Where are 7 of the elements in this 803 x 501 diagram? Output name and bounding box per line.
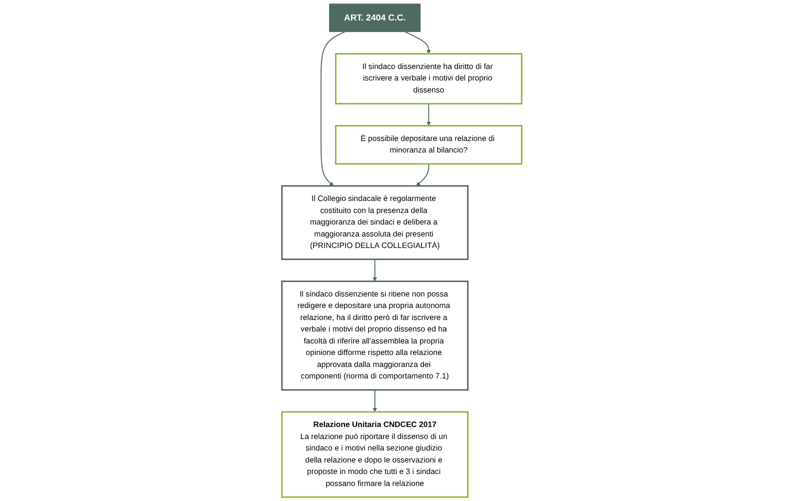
arrow [372,389,377,412]
node-box: ART. 2404 C.C. [328,4,420,32]
arrow [320,31,345,186]
arrow [372,258,377,282]
arrow [404,31,431,54]
arrow [426,103,431,126]
arrow [416,163,429,186]
